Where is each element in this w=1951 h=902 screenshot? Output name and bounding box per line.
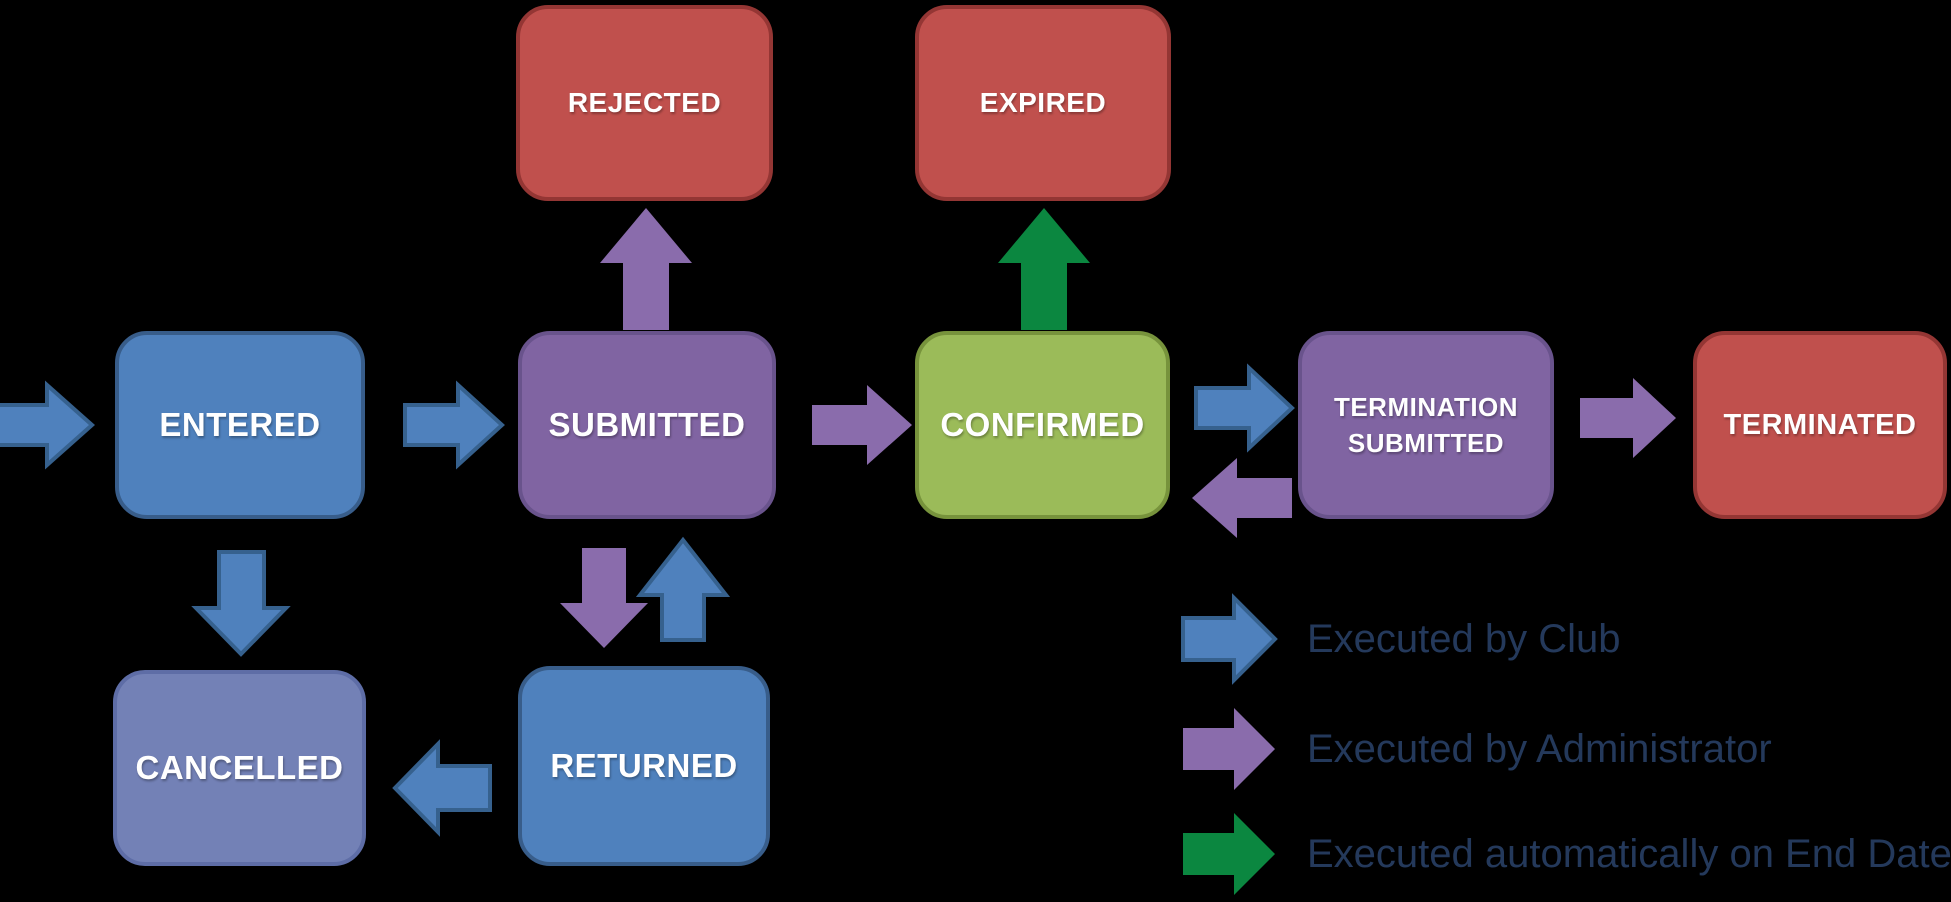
arrow-entered-to-cancelled bbox=[191, 550, 291, 657]
legend-green-arrow-icon bbox=[1183, 813, 1275, 895]
legend-purple-arrow-icon bbox=[1183, 708, 1275, 790]
legend-item-administrator-label: Executed by Administrator bbox=[1307, 727, 1772, 771]
node-terminated: TERMINATED bbox=[1693, 331, 1947, 519]
arrow-submitted-to-returned bbox=[560, 548, 648, 648]
arrow-returned-to-submitted bbox=[635, 536, 731, 642]
node-expired: EXPIRED bbox=[915, 5, 1171, 201]
node-entered: ENTERED bbox=[115, 331, 365, 519]
node-rejected-label: REJECTED bbox=[567, 87, 722, 119]
node-confirmed: CONFIRMED bbox=[915, 331, 1170, 519]
node-confirmed-label: CONFIRMED bbox=[940, 405, 1145, 443]
node-cancelled-label: CANCELLED bbox=[135, 748, 344, 786]
arrow-termination-submitted-to-terminated bbox=[1580, 378, 1676, 458]
arrow-confirmed-to-termination-submitted bbox=[1194, 363, 1295, 453]
node-cancelled: CANCELLED bbox=[113, 670, 366, 866]
arrow-termination-submitted-to-confirmed bbox=[1192, 458, 1292, 538]
node-rejected: REJECTED bbox=[516, 5, 773, 201]
node-entered-label: ENTERED bbox=[159, 405, 321, 443]
legend-blue-arrow-icon bbox=[1181, 593, 1278, 685]
node-submitted: SUBMITTED bbox=[518, 331, 776, 519]
node-submitted-label: SUBMITTED bbox=[548, 405, 746, 443]
arrow-submitted-to-confirmed bbox=[812, 385, 912, 465]
arrow-confirmed-to-expired bbox=[998, 208, 1090, 330]
node-termination-submitted-label: TERMINATION SUBMITTED bbox=[1333, 391, 1519, 458]
node-expired-label: EXPIRED bbox=[979, 87, 1107, 119]
legend-item-automatic-label: Executed automatically on End Date bbox=[1307, 832, 1951, 876]
node-returned: RETURNED bbox=[518, 666, 770, 866]
node-returned-label: RETURNED bbox=[550, 746, 738, 784]
legend-item-club-label: Executed by Club bbox=[1307, 617, 1621, 661]
arrow-start-to-entered bbox=[0, 380, 96, 470]
arrow-returned-to-cancelled bbox=[392, 739, 492, 837]
arrow-submitted-to-rejected bbox=[600, 208, 692, 330]
arrow-entered-to-submitted bbox=[403, 380, 505, 470]
node-termination-submitted: TERMINATION SUBMITTED bbox=[1298, 331, 1554, 519]
node-terminated-label: TERMINATED bbox=[1723, 408, 1917, 441]
